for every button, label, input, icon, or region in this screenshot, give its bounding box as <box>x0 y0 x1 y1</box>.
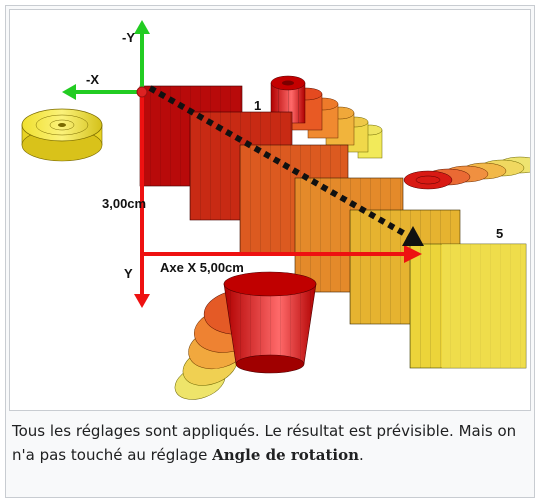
diagram-canvas: -Y -X Y 3,00cm Axe X 5,00cm 1 5 <box>21 20 530 400</box>
caption-end: . <box>358 446 364 464</box>
minus-x-arrowhead <box>62 84 76 100</box>
origin-point <box>136 86 148 98</box>
illustration: -Y -X Y 3,00cm Axe X 5,00cm 1 5 <box>9 9 531 411</box>
right-disc-series <box>403 156 530 190</box>
figure-caption: Tous les réglages sont appliqués. Le rés… <box>12 419 524 467</box>
yellow-disc <box>21 108 103 162</box>
offset-arrowhead <box>402 226 424 246</box>
y-offset-label: 3,00cm <box>102 196 146 211</box>
y-label: Y <box>124 266 133 281</box>
y-arrowhead <box>134 294 150 308</box>
minus-x-label: -X <box>86 72 99 87</box>
x-axis-label: Axe X 5,00cm <box>160 260 244 275</box>
axes <box>62 20 424 308</box>
last-item-label: 5 <box>496 226 503 241</box>
first-item-label: 1 <box>254 98 261 113</box>
top-ring-series <box>270 75 383 159</box>
minus-y-arrowhead <box>134 20 150 34</box>
x-arrowhead <box>404 245 422 263</box>
box-series <box>139 85 527 369</box>
caption-text: Tous les réglages sont appliqués. Le rés… <box>12 422 517 464</box>
bottom-cylinder-series <box>174 271 317 400</box>
caption-bold-setting: Angle de rotation <box>212 446 359 464</box>
red-bucket <box>223 271 317 374</box>
image-frame: -Y -X Y 3,00cm Axe X 5,00cm 1 5 Tous les… <box>5 5 535 498</box>
minus-y-label: -Y <box>122 30 135 45</box>
